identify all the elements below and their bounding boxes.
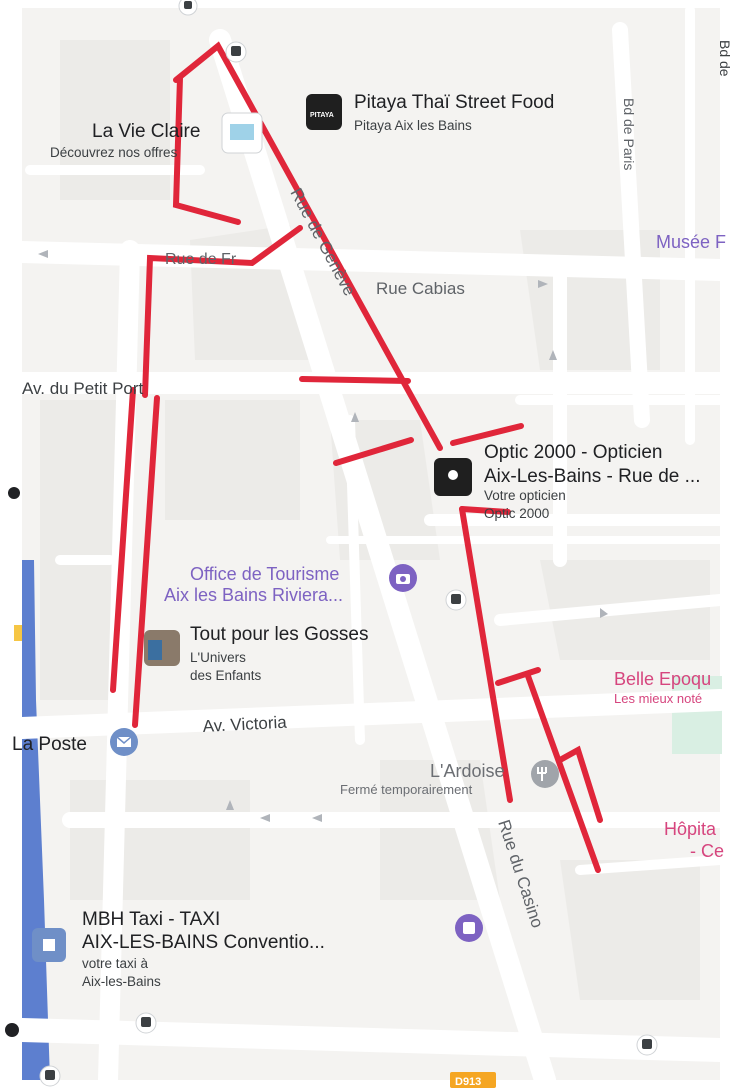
bus-stop-icon	[636, 1034, 658, 1056]
belle-title: Belle Epoqu	[614, 669, 711, 689]
one-way-arrows	[38, 250, 608, 822]
yellow-marker	[14, 625, 22, 641]
taxi-sub-1: votre taxi à	[82, 956, 149, 971]
optic-sub-2: Optic 2000	[484, 506, 549, 521]
street-av-victoria: Av. Victoria	[202, 713, 288, 736]
gosses-sub-2: des Enfants	[190, 668, 262, 683]
poi-hopital[interactable]: Hôpita - Ce	[664, 819, 724, 861]
camera-icon	[389, 564, 417, 592]
poi-poste[interactable]: La Poste	[12, 728, 138, 756]
road-sign-d913: D913	[450, 1072, 496, 1088]
poi-gosses[interactable]: Tout pour les Gosses L'Univers des Enfan…	[144, 624, 368, 683]
musee-title: Musée F	[656, 232, 726, 252]
pitaya-logo-text: PITAYA	[310, 112, 334, 119]
vie-claire-subtitle: Découvrez nos offres	[50, 145, 178, 160]
poi-belle[interactable]: Belle Epoqu Les mieux noté	[614, 669, 711, 706]
restaurant-icon	[531, 760, 559, 788]
bus-stop-icon	[39, 1065, 61, 1087]
gosses-title: Tout pour les Gosses	[190, 624, 368, 645]
poste-title: La Poste	[12, 734, 87, 755]
office-title-2: Aix les Bains Riviera...	[164, 585, 343, 605]
ardoise-title: L'Ardoise	[430, 761, 504, 781]
poi-taxi[interactable]: MBH Taxi - TAXI AIX-LES-BAINS Conventio.…	[32, 909, 325, 989]
bus-stop-icon	[225, 41, 247, 63]
poi-vie-claire[interactable]: La Vie Claire Découvrez nos offres	[50, 112, 263, 160]
optic-sub-1: Votre opticien	[484, 488, 566, 503]
poi-musee[interactable]: Musée F	[656, 232, 726, 252]
optic-logo-mark	[448, 470, 458, 480]
vie-claire-title: La Vie Claire	[92, 121, 200, 142]
office-title-1: Office de Tourisme	[190, 564, 339, 584]
edge-marker-icon	[8, 487, 20, 499]
pitaya-subtitle: Pitaya Aix les Bains	[354, 118, 472, 133]
hopital-title-1: Hôpita	[664, 819, 717, 839]
poi-ardoise[interactable]: L'Ardoise Fermé temporairement	[340, 760, 559, 797]
street-av-petit-port: Av. du Petit Port	[22, 379, 144, 398]
belle-subtitle: Les mieux noté	[614, 691, 702, 706]
street-rue-de-fr: Rue de Fr	[165, 251, 237, 268]
bus-stops[interactable]	[39, 0, 658, 1087]
ardoise-subtitle: Fermé temporairement	[340, 782, 473, 797]
taxi-title-2: AIX-LES-BAINS Conventio...	[82, 932, 325, 953]
mail-icon	[110, 728, 138, 756]
road-sign-label: D913	[455, 1076, 481, 1088]
route-lines	[110, 41, 603, 873]
poi-optic[interactable]: Optic 2000 - Opticien Aix-Les-Bains - Ru…	[434, 442, 700, 521]
poi-office[interactable]: Office de Tourisme Aix les Bains Riviera…	[164, 564, 417, 605]
bus-stop-icon	[445, 589, 467, 611]
street-bd-de-paris: Bd de Paris	[621, 98, 637, 170]
edge-bus-stop-icon	[5, 1023, 19, 1037]
taxi-sub-2: Aix-les-Bains	[82, 974, 161, 989]
purple-poi-icon[interactable]	[455, 914, 483, 942]
hopital-title-2: - Ce	[690, 841, 724, 861]
gosses-sub-1: L'Univers	[190, 650, 246, 665]
park-area	[672, 676, 722, 754]
pitaya-logo	[306, 94, 342, 130]
vie-claire-logo-mark	[230, 124, 254, 140]
bus-stop-icon	[135, 1012, 157, 1034]
poi-pitaya[interactable]: PITAYA Pitaya Thaï Street Food Pitaya Ai…	[306, 92, 554, 133]
optic-title-2: Aix-Les-Bains - Rue de ...	[484, 466, 700, 487]
street-bd-top-right: Bd de	[717, 40, 733, 77]
street-rue-cabias: Rue Cabias	[376, 279, 465, 298]
bus-stop-icon	[178, 0, 198, 16]
roads	[10, 5, 732, 1088]
pitaya-title: Pitaya Thaï Street Food	[354, 92, 554, 113]
taxi-title-1: MBH Taxi - TAXI	[82, 909, 220, 930]
optic-title-1: Optic 2000 - Opticien	[484, 442, 662, 463]
